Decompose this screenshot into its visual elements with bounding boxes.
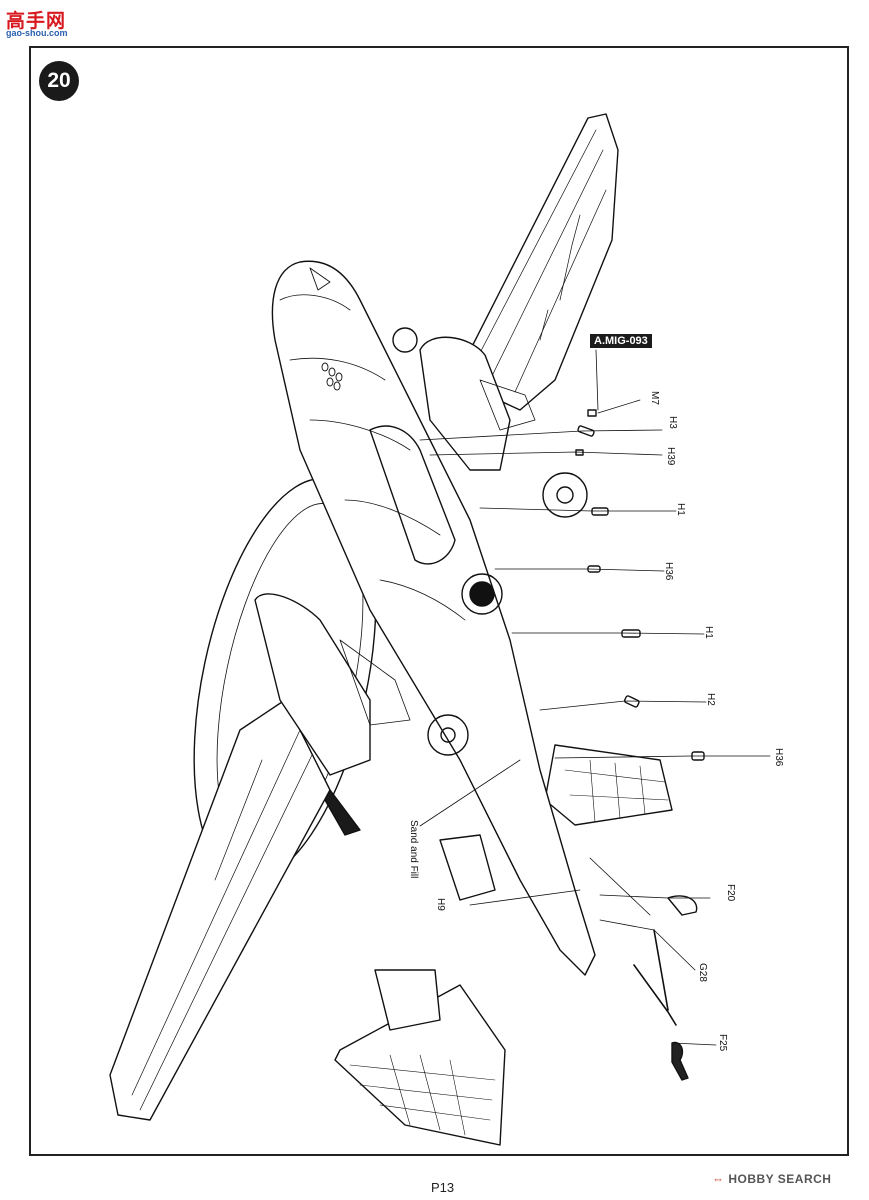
callout-f25: F25 — [717, 1034, 728, 1052]
page-number: P13 — [431, 1180, 455, 1195]
lower-wing — [109, 699, 331, 1121]
callout-h1-upper: H1 — [675, 503, 686, 516]
lower-wing-panel-lines — [131, 729, 313, 1111]
callout-h2: H2 — [705, 693, 716, 706]
upper-wing-details — [539, 214, 581, 341]
callout-h3: H3 — [667, 416, 678, 429]
left-tailplane-grid — [349, 1054, 496, 1136]
site-watermark-logo: 高手网 gao-shou.com — [6, 6, 76, 38]
vertical-fin-lower — [374, 969, 441, 1031]
upper-main-wheel — [542, 472, 588, 518]
upper-wing-panel-lines — [469, 129, 607, 393]
part-f25 — [671, 1041, 689, 1081]
callout-m7: M7 — [649, 391, 660, 405]
part-f20 — [667, 895, 698, 916]
part-h1-upper — [591, 507, 609, 516]
instruction-frame — [29, 46, 849, 1156]
callout-h9: H9 — [435, 898, 446, 911]
left-tailplane — [334, 984, 506, 1146]
lower-engine-exhaust — [339, 639, 411, 726]
vertical-fin-upper — [439, 834, 496, 901]
cockpit-side-windows — [321, 362, 343, 391]
callout-h39: H39 — [665, 447, 676, 466]
callout-f20: F20 — [725, 884, 736, 902]
step-number-badge: 20 — [39, 61, 79, 101]
upper-wing — [454, 113, 619, 411]
lower-main-wheel-hub — [440, 727, 456, 743]
fuselage-frame-lines — [279, 294, 466, 621]
watermark-main-text: 高手网 — [6, 10, 67, 32]
right-tailplane-grid — [564, 759, 669, 823]
part-m7 — [587, 409, 597, 417]
roundel-center — [469, 581, 495, 607]
fuselage — [271, 260, 596, 976]
hobby-search-mark-icon: ⇔ — [712, 1172, 725, 1186]
upper-engine-nacelle — [419, 336, 511, 471]
hobby-search-logo: ⇔ HOBBY SEARCH — [712, 1172, 831, 1186]
watermark-sub-text: gao-shou.com — [6, 28, 68, 38]
roundel-outer — [461, 573, 503, 615]
upper-main-wheel-hub — [556, 486, 574, 504]
part-h3 — [577, 425, 595, 437]
hobby-search-text: HOBBY SEARCH — [728, 1172, 832, 1186]
callout-g28: G28 — [697, 963, 708, 982]
lower-main-wheel — [427, 714, 469, 756]
part-h2 — [623, 695, 640, 708]
part-g28 — [633, 929, 677, 1026]
callout-h36-lower: H36 — [773, 748, 784, 767]
callout-h1-lower: H1 — [703, 626, 714, 639]
sand-and-fill-note: Sand and Fill — [408, 820, 419, 879]
nose-wheel — [392, 327, 418, 353]
fuselage-blister — [369, 425, 456, 565]
wing-root-shadow — [324, 789, 361, 836]
upper-engine-exhaust — [479, 379, 536, 431]
callout-h36-upper: H36 — [663, 562, 674, 581]
paint-code-label: A.MIG-093 — [590, 334, 652, 348]
cockpit-window — [309, 267, 331, 291]
callout-leader-lines — [419, 349, 771, 1046]
lower-engine-nacelle — [254, 593, 371, 776]
